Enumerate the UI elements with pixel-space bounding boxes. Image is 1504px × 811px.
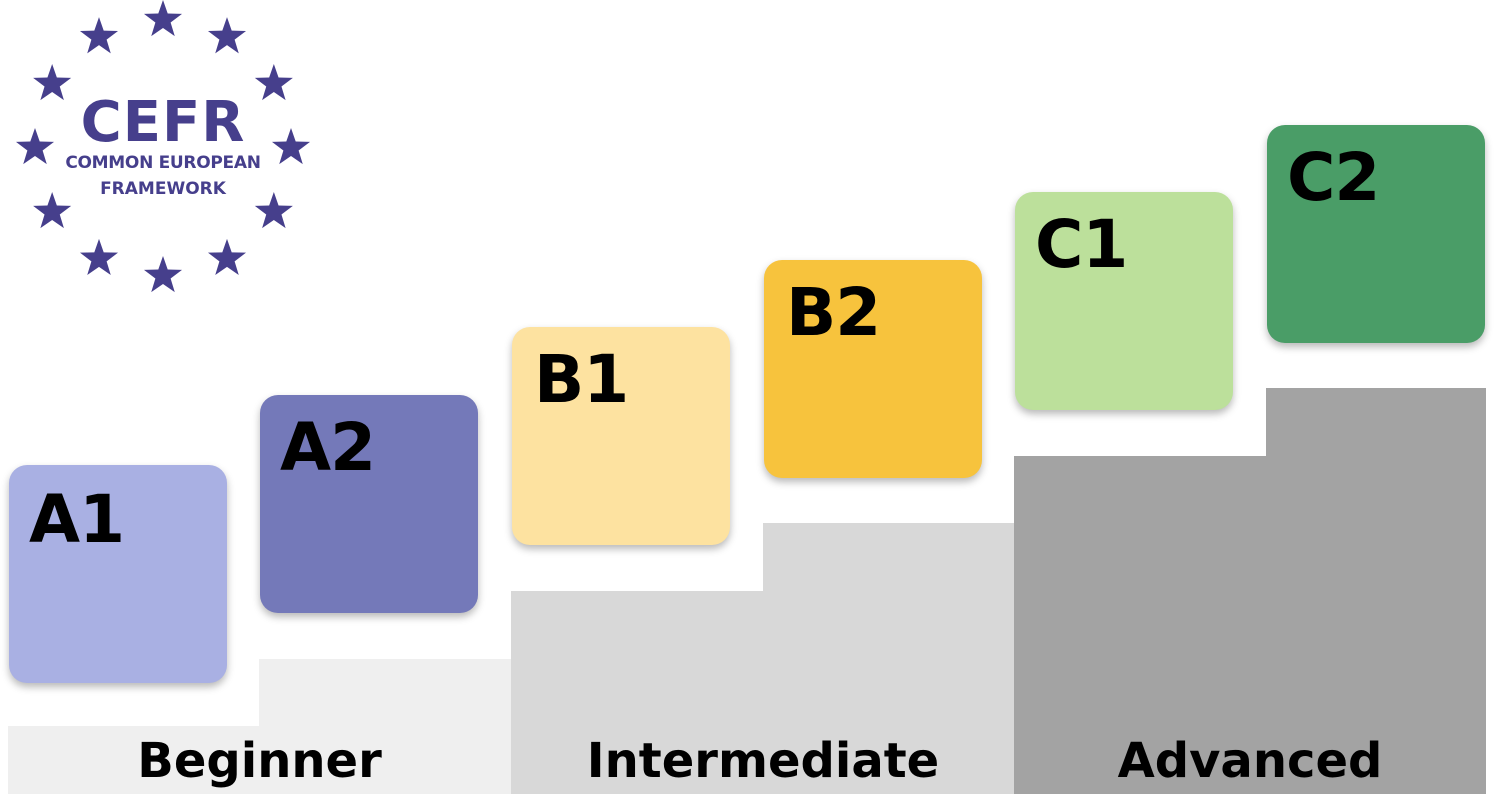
cefr-logo: CEFR COMMON EUROPEAN FRAMEWORK: [8, 0, 318, 300]
star-icon: [254, 192, 293, 229]
step-b2: [763, 523, 1015, 794]
step-c2: [1266, 388, 1486, 794]
star-icon: [15, 128, 55, 165]
star-icon: [33, 192, 72, 229]
star-icon: [79, 17, 119, 54]
star-icon: [207, 238, 247, 276]
level-label: A1: [29, 481, 125, 558]
level-card-a1: A1: [9, 465, 227, 683]
level-label: C1: [1035, 206, 1128, 283]
band-label-beginner: Beginner: [137, 733, 382, 789]
level-label: B1: [534, 341, 629, 418]
level-label: C2: [1287, 139, 1380, 216]
star-icon: [207, 17, 247, 54]
star-icon: [271, 128, 311, 165]
step-a1: [8, 726, 260, 794]
star-icon: [79, 238, 119, 276]
star-icon: [143, 256, 183, 293]
logo-subtitle-line1: COMMON EUROPEAN: [65, 153, 261, 173]
level-card-c2: C2: [1267, 125, 1485, 343]
level-label: A2: [280, 409, 376, 486]
star-ring-icon: [15, 0, 311, 293]
logo-subtitle-line2: FRAMEWORK: [100, 179, 226, 199]
star-icon: [143, 0, 183, 37]
step-b1: [511, 591, 764, 794]
band-label-advanced: Advanced: [1117, 733, 1383, 789]
band-label-intermediate: Intermediate: [586, 733, 940, 789]
level-card-b2: B2: [764, 260, 982, 478]
star-icon: [33, 64, 72, 101]
step-a2: [259, 659, 511, 794]
star-icon: [254, 64, 293, 101]
level-label: B2: [786, 274, 881, 351]
logo-title: CEFR: [80, 90, 246, 155]
level-card-b1: B1: [512, 327, 730, 545]
step-c1: [1014, 456, 1267, 794]
level-card-c1: C1: [1015, 192, 1233, 410]
level-card-a2: A2: [260, 395, 478, 613]
